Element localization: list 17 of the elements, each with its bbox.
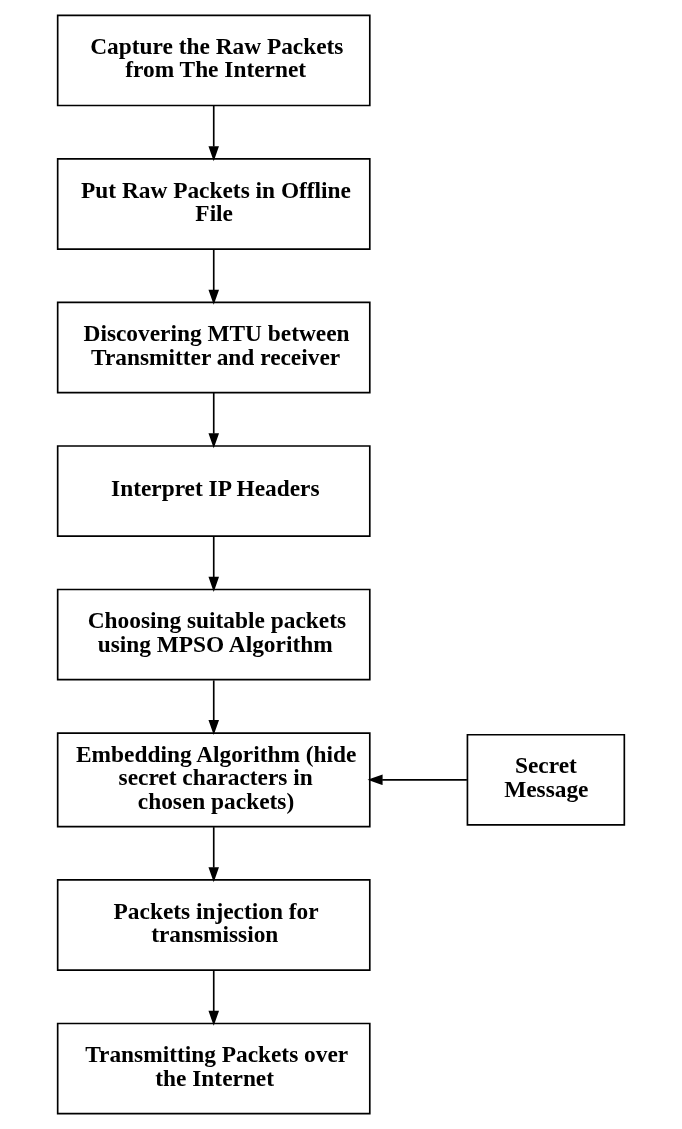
node-box: Transmitting Packets over the Internet: [56, 1022, 371, 1115]
arrow: [208, 248, 219, 305]
arrow: [208, 679, 219, 736]
node-box: Interpret IP Headers: [56, 445, 371, 537]
node-box: Packets injection for transmission: [56, 879, 371, 971]
node-box: Secret Message: [466, 733, 626, 826]
node-box: Embedding Algorithm (hide secret characters in chosen packets): [56, 732, 371, 828]
arrow: [208, 104, 219, 162]
arrow: [208, 535, 219, 592]
node-box: Choosing suitable packets using MPSO Algorithm: [56, 588, 371, 681]
node-box: Capture the Raw Packets from The Internet: [56, 14, 371, 107]
node-box: Discovering MTU between Transmitter and receiver: [56, 301, 371, 394]
arrow: [208, 391, 219, 449]
arrow: [208, 969, 219, 1026]
arrow: [208, 826, 219, 883]
arrow: [367, 774, 468, 786]
node-box: Put Raw Packets in Offline File: [56, 158, 371, 250]
